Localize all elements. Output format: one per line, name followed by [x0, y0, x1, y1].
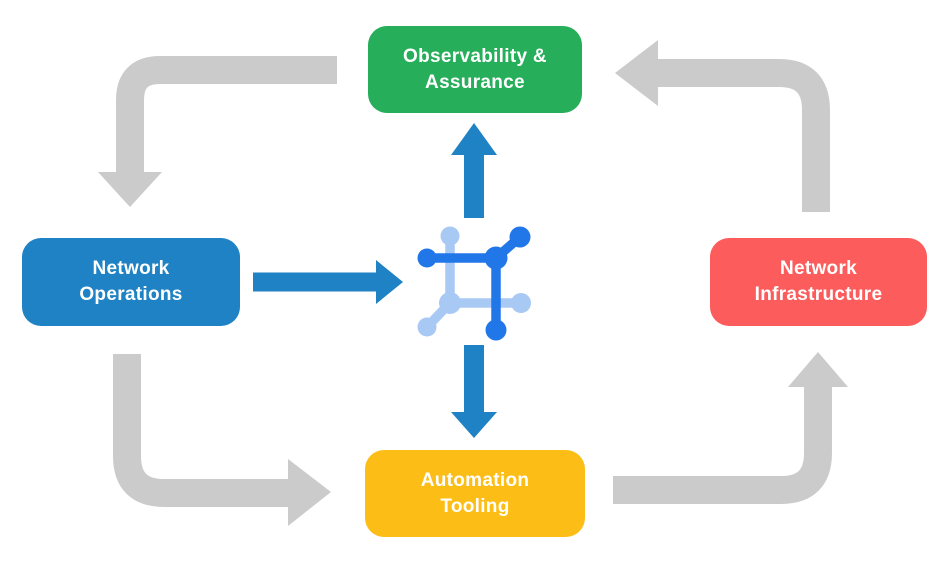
- arrow-head-left-icon: [615, 40, 658, 106]
- arrow-center-to-observability: [451, 123, 497, 218]
- arrow-shaft: [658, 59, 830, 212]
- arrow-head-up-icon: [451, 123, 497, 155]
- arrow-shaft: [116, 56, 337, 172]
- icon-node-bottom-left: [439, 292, 461, 314]
- icon-endpoint-left: [417, 248, 437, 268]
- icon-endpoint-bottom: [485, 319, 507, 341]
- node-infrastructure-label: Network Infrastructure: [754, 258, 883, 305]
- node-operations-label: Network Operations: [79, 258, 183, 305]
- node-infrastructure: Network Infrastructure: [710, 238, 927, 326]
- arrow-infrastructure-to-observability: [615, 40, 830, 212]
- network-nodes-icon: [417, 226, 531, 341]
- node-automation-label: Automation Tooling: [420, 469, 530, 517]
- arrow-shaft: [613, 387, 832, 504]
- arrow-head-right-icon: [376, 260, 403, 304]
- arrow-head-down-icon: [451, 412, 497, 438]
- arrow-operations-to-center: [253, 260, 403, 304]
- icon-endpoint-top-right: [509, 226, 531, 248]
- node-automation: Automation Tooling: [365, 450, 585, 537]
- icon-node-top-right: [484, 246, 508, 270]
- arrow-shaft: [113, 354, 288, 507]
- icon-endpoint-right: [511, 293, 531, 313]
- arrow-head-right-icon: [288, 459, 331, 526]
- arrow-operations-to-automation: [113, 354, 331, 526]
- arrow-automation-to-infrastructure: [613, 352, 848, 504]
- arrow-center-to-automation: [451, 345, 497, 438]
- icon-endpoint-bottom-left: [417, 317, 437, 337]
- arrow-observability-to-operations: [98, 56, 337, 207]
- icon-endpoint-top: [440, 226, 460, 246]
- node-observability: Observability & Assurance: [368, 26, 582, 113]
- node-observability-label: Observability & Assurance: [403, 45, 547, 93]
- arrow-head-up-icon: [788, 352, 848, 387]
- arrow-head-down-icon: [98, 172, 162, 207]
- node-operations: Network Operations: [22, 238, 240, 326]
